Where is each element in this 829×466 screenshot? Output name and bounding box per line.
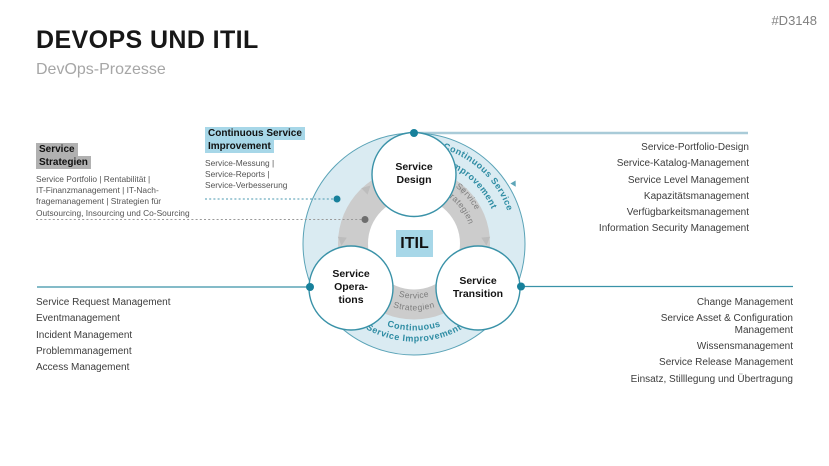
curved-label-csi-bottom-1: Continuous (386, 318, 441, 332)
list-item: Access Management (36, 362, 130, 374)
list-item: Incident Management (36, 329, 133, 341)
list-item: Service Request Management (36, 297, 171, 308)
list-item: Service-Katalog-Management (616, 158, 749, 170)
list-item: Service-Portfolio-Design (641, 142, 749, 153)
svg-text:Strategien: Strategien (392, 299, 435, 312)
arrowhead-icon (481, 236, 491, 246)
list-item: Change Management (696, 297, 793, 308)
csi-arrowhead-icon (510, 180, 516, 187)
service-design-process-list: Service-Portfolio-Design Service-Katalog… (599, 142, 749, 240)
csi-heading: Continuous Service Improvement (205, 127, 325, 153)
list-item: Einsatz, Stilllegung und Übertragung (630, 373, 793, 385)
csi-heading-highlight: Continuous Service Improvement (205, 127, 305, 153)
slide-id-badge: #D3148 (771, 13, 817, 28)
dot-strategien-callout (361, 216, 369, 223)
node-label-service-operations: Service Opera- tions (332, 268, 370, 306)
list-item: Verfügbarkeitsmanagement (626, 207, 749, 219)
list-item: Information Security Management (598, 223, 749, 235)
list-item: Problemmanagement (36, 345, 132, 357)
dot-top (410, 129, 418, 137)
list-item: Eventmanagement (36, 313, 120, 325)
service-strategien-heading-highlight: Service Strategien (36, 143, 91, 169)
list-item: Service Asset & Configuration Management (660, 313, 793, 336)
csi-body: Service-Messung | Service-Reports | Serv… (205, 158, 288, 191)
page-subtitle: DevOps-Prozesse (36, 61, 166, 78)
curved-label-strategien-bottom-2: Strategien (392, 299, 435, 312)
arrowhead-icon (337, 236, 347, 246)
list-item: Service Release Management (659, 357, 793, 369)
service-operations-process-list: Service Request Management Eventmanageme… (36, 297, 171, 378)
list-item: Service Level Management (627, 174, 749, 186)
node-label-service-design: Service Design (395, 161, 433, 186)
dot-left (306, 283, 314, 291)
center-label-itil: ITIL (396, 230, 433, 257)
list-item: Wissensmanagement (696, 341, 793, 353)
arrowhead-icon (361, 185, 371, 195)
service-strategien-body: Service Portfolio | Rentabilität | IT-Fi… (36, 174, 190, 218)
svg-text:Continuous: Continuous (386, 318, 441, 332)
svg-text:Service: Service (398, 289, 430, 301)
service-strategien-block: Service Strategien Service Portfolio | R… (36, 143, 206, 219)
curved-label-strategien-bottom-1: Service (398, 289, 429, 301)
node-label-service-transition: Service Transition (452, 275, 504, 300)
arrowhead-icon (457, 185, 468, 195)
service-strategien-heading: Service Strategien (36, 143, 206, 169)
page-title: DEVOPS UND ITIL (36, 26, 259, 54)
continuous-service-improvement-block: Continuous Service Improvement Service-M… (205, 127, 325, 192)
dot-csi-callout (333, 195, 341, 203)
dot-right (517, 282, 525, 291)
service-transition-process-list: Change Management Service Asset & Config… (631, 297, 793, 390)
list-item: Kapazitätsmanagement (643, 190, 749, 202)
